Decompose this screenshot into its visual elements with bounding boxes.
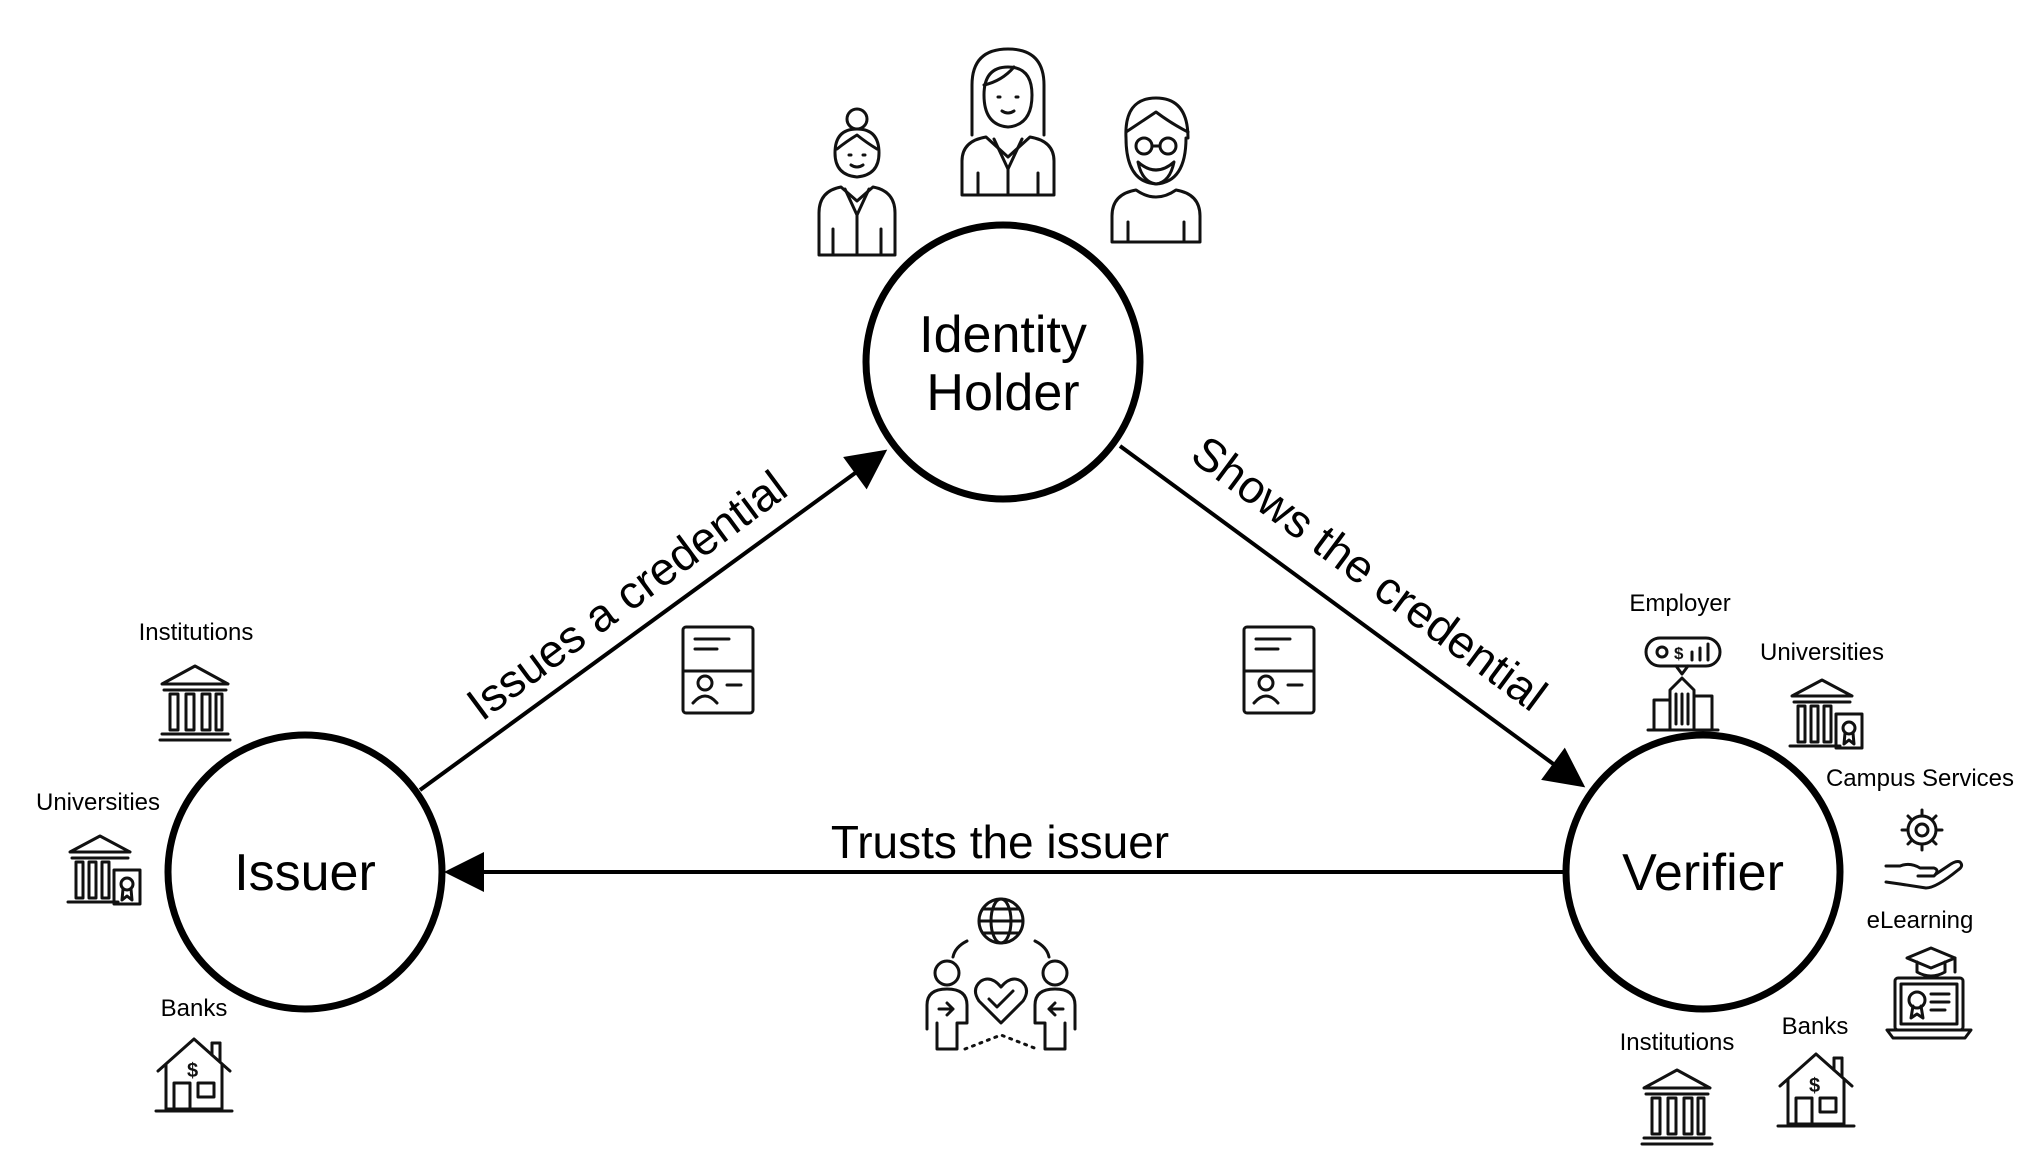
issuer-institutions-label: Institutions xyxy=(139,619,254,646)
university-icon-2 xyxy=(1788,678,1864,750)
employer-icon xyxy=(1644,636,1722,732)
shows-label: Shows the credential xyxy=(1182,425,1556,721)
edge-shows xyxy=(1118,444,1586,788)
issuer-banks-label: Banks xyxy=(161,995,228,1022)
verifier-campus-services-label: Campus Services xyxy=(1826,765,2014,792)
trusts-label: Trusts the issuer xyxy=(831,816,1169,868)
verifier-banks-label: Banks xyxy=(1782,1013,1849,1040)
node-issuer: Issuer xyxy=(164,731,446,1013)
institution-icon-2 xyxy=(1640,1068,1714,1146)
edge-issues xyxy=(418,449,888,792)
issuer-label: Issuer xyxy=(234,844,376,902)
trust-network-icon xyxy=(925,897,1077,1051)
verifier-label: Verifier xyxy=(1622,844,1784,902)
woman-long-hair-icon xyxy=(960,47,1056,197)
university-icon xyxy=(66,834,142,906)
issuer-universities-label: Universities xyxy=(36,789,160,816)
woman-bun-icon xyxy=(817,107,897,257)
holder-label-line2: Holder xyxy=(926,364,1079,422)
verifier-elearning-label: eLearning xyxy=(1867,907,1974,934)
node-verifier: Verifier xyxy=(1562,731,1844,1013)
institution-icon xyxy=(158,664,232,742)
node-identity-holder: Identity Holder xyxy=(862,221,1144,503)
credential-card-icon xyxy=(681,625,755,715)
holder-label-line1: Identity xyxy=(919,306,1087,364)
issues-label: Issues a credential xyxy=(457,460,796,730)
verifier-institutions-label: Institutions xyxy=(1620,1029,1735,1056)
credential-card-icon-2 xyxy=(1242,625,1316,715)
elearning-icon xyxy=(1885,946,1973,1040)
bank-icon xyxy=(154,1037,234,1113)
campus-services-icon xyxy=(1884,808,1964,890)
verifier-universities-label: Universities xyxy=(1760,639,1884,666)
man-glasses-icon xyxy=(1110,96,1202,244)
verifier-employer-label: Employer xyxy=(1629,590,1730,617)
bank-icon-2 xyxy=(1776,1052,1856,1128)
